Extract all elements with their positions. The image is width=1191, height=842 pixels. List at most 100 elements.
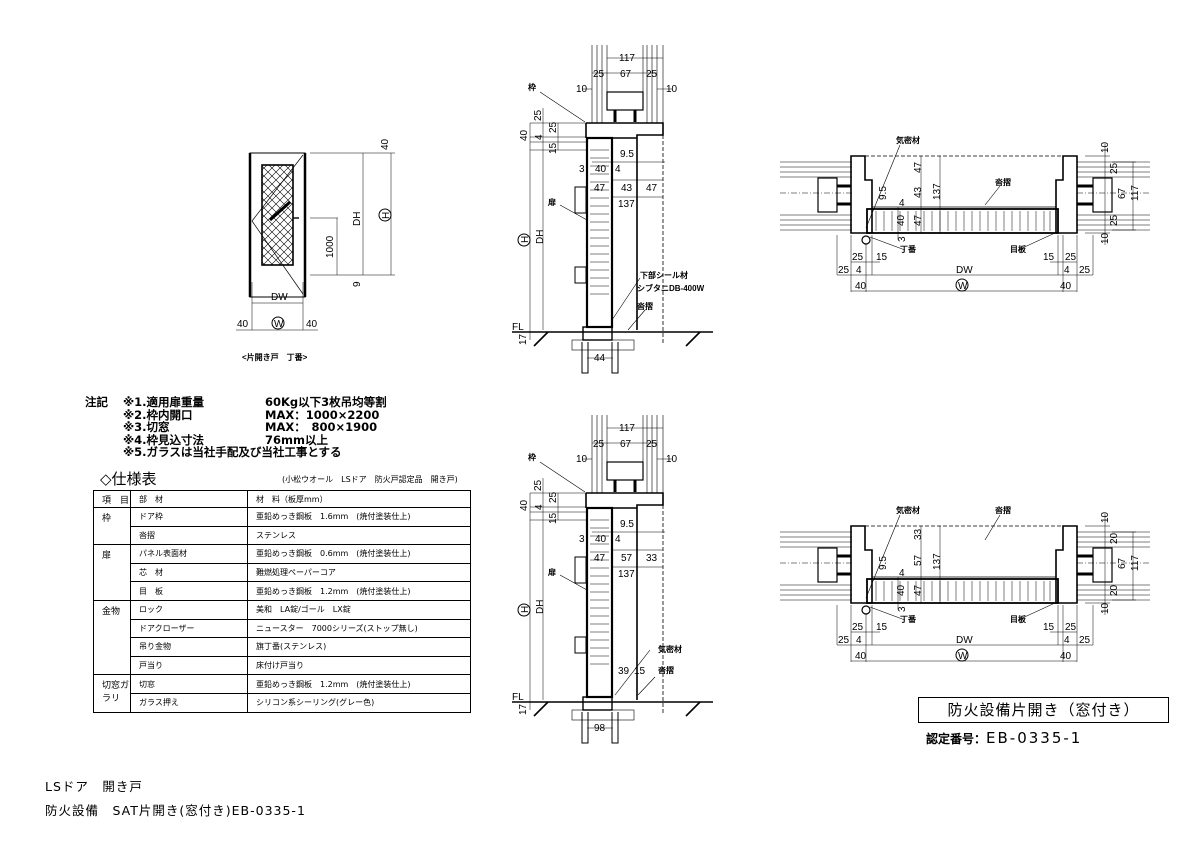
material-cell: ステンレス [247, 525, 471, 546]
dim-label: 47 [646, 183, 658, 194]
label-threshold: 沓摺 [657, 665, 674, 675]
dim-label: DW [271, 292, 288, 303]
plan-section-top [778, 142, 1152, 294]
dim-label: 137 [932, 553, 943, 570]
note-value: 60Kg以下3枚吊均等割 [265, 395, 387, 409]
door-elevation: 40 DH H 1000 9 DW W 40 40 <片開き戸 丁番> [236, 138, 395, 362]
dim-label: 25 [1065, 252, 1077, 263]
dim-label: 117 [619, 423, 635, 434]
dim-label: W [958, 281, 968, 292]
part-cell: ガラス押え [130, 692, 248, 713]
dim-label: 44 [594, 353, 606, 364]
label-door: 扉 [547, 567, 556, 577]
plan-section-bottom [778, 512, 1152, 664]
dim-label: 39 [618, 666, 630, 677]
dim-label: 137 [618, 199, 635, 210]
dim-label: H [520, 606, 531, 613]
title-block: 防火設備片開き（窓付き） [918, 697, 1169, 723]
material-cell: シリコン系シーリング(グレー色) [247, 692, 471, 713]
dim-label: 57 [913, 554, 924, 566]
label-hinge: 丁番 [900, 244, 917, 254]
dim-label: 15 [1043, 622, 1055, 633]
dim-label: FL [512, 322, 524, 333]
dim-label: 10 [1100, 511, 1111, 523]
label-frame: 枠 [527, 452, 536, 462]
spec-table-title: ◇仕様表 [100, 470, 157, 488]
material-cell: 亜鉛めっき鋼板 1.2mm (焼付塗装仕上) [247, 674, 471, 694]
dim-label: 20 [1109, 532, 1120, 544]
label-seal: 下部シール材 [640, 270, 688, 280]
group-cell: 枠 [93, 506, 131, 546]
dim-label: W [274, 319, 284, 330]
dim-label: 25 [1065, 622, 1077, 633]
dim-label: 25 [1109, 162, 1120, 174]
dim-label: 25 [838, 265, 850, 276]
dim-label: 40 [1060, 651, 1072, 662]
dim-label: 25 [1079, 265, 1091, 276]
label-threshold: 沓摺 [994, 505, 1011, 515]
label-threshold: 沓摺 [994, 177, 1011, 187]
part-cell: ドア枠 [130, 507, 248, 527]
part-cell: 芯 材 [130, 562, 248, 583]
dim-label: 25 [593, 69, 605, 80]
note-key: ※4.枠見込寸法 [123, 432, 205, 447]
table-row: 枠ドア枠亜鉛めっき鋼板 1.6mm (焼付塗装仕上) [93, 506, 471, 546]
dim-label: 43 [621, 183, 633, 194]
note-key: ※1.適用扉重量 [123, 395, 205, 409]
dim-label: 40 [855, 651, 867, 662]
label-airtight: 気密材 [658, 644, 682, 654]
dim-label: 4 [534, 504, 545, 510]
cert-label: 認定番号： [926, 732, 987, 746]
dim-label: 40 [237, 319, 249, 330]
note-value: MAX：1000×2200 [265, 407, 380, 422]
cert-number: EB-0335-1 [986, 729, 1083, 747]
dim-label: 67 [1117, 187, 1128, 199]
dim-label: 40 [380, 138, 391, 150]
dim-label: 57 [621, 553, 633, 564]
dim-label: DH [352, 212, 363, 226]
dim-label: 10 [666, 84, 678, 95]
label-hinge: 丁番 [900, 614, 917, 624]
dim-label: 25 [593, 439, 605, 450]
part-cell: 吊り金物 [130, 637, 248, 657]
note-key: ※3.切窓 [123, 420, 170, 434]
dim-label: DH [535, 230, 546, 244]
dim-label: 15 [1043, 252, 1055, 263]
table-row: 扉パネル表面材亜鉛めっき鋼板 0.6mm (焼付塗装仕上) [93, 544, 471, 601]
dim-label: 67 [620, 69, 632, 80]
group-cell: 扉 [93, 544, 131, 601]
dim-label: 25 [1079, 635, 1091, 646]
part-cell: 戸当り [130, 655, 248, 676]
label-cover-plate: 目板 [1010, 614, 1027, 624]
footer-line-1: LSドア 開き戸 [45, 779, 143, 794]
dim-label: 25 [646, 69, 658, 80]
note-value: MAX： 800×1900 [265, 420, 378, 434]
dim-label: 25 [533, 479, 544, 491]
dim-label: 3 [897, 606, 908, 612]
group-cell: 切窓ガラリ [93, 674, 131, 713]
dim-label: 40 [519, 129, 530, 141]
dim-label: 33 [646, 553, 658, 564]
dim-label: 40 [595, 534, 607, 545]
dim-label: 40 [896, 214, 907, 226]
table-row: 戸当り床付け戸当り [94, 655, 471, 676]
dim-label: 25 [838, 635, 850, 646]
plan-top-labels: 47 43 137 9.5 4 40 47 3 25 15 15 25 25 4… [838, 135, 1141, 292]
part-cell: ロック [130, 599, 248, 620]
dim-label: 67 [1117, 557, 1128, 569]
material-cell: ニュースター 7000シリーズ(ストップ無し) [247, 618, 471, 639]
dim-label: H [520, 236, 531, 243]
material-cell: 床付け戸当り [247, 655, 471, 676]
dim-label: 33 [913, 528, 924, 540]
vertical-section-top: 117 25 67 25 10 10 25 40 25 4 15 9.5 3 4… [510, 43, 715, 375]
part-cell: 目 板 [130, 581, 248, 601]
certification: 認定番号：EB-0335-1 [926, 729, 1082, 747]
dim-label: 67 [620, 439, 632, 450]
dim-label: 40 [855, 281, 867, 292]
handle-icon [268, 200, 292, 222]
dim-label: 25 [1109, 214, 1120, 226]
dim-label: 47 [913, 161, 924, 173]
note-key: ※5.ガラスは当社手配及び当社工事とする [123, 445, 342, 459]
dim-label: 9.5 [878, 186, 889, 200]
dim-label: 40 [896, 584, 907, 596]
